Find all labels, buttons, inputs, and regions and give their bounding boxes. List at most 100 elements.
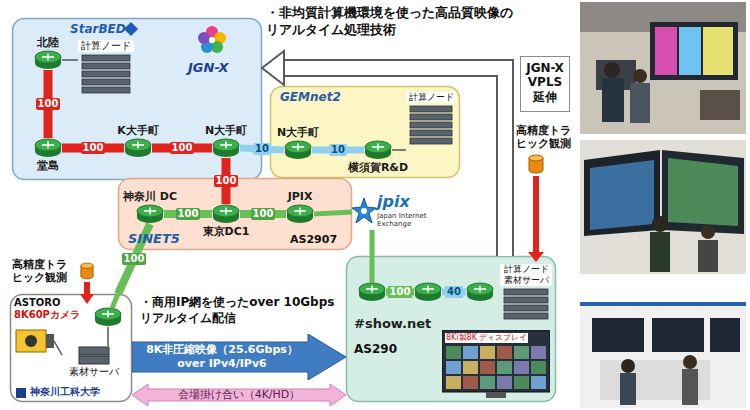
photo xyxy=(602,78,624,122)
photo xyxy=(650,232,670,272)
server-stack xyxy=(78,54,134,98)
arrow-shape: 8K非圧縮映像（25.6Gbps） over IPv4/IPv6 xyxy=(132,334,346,380)
node-label: 計算ノード xyxy=(500,264,552,275)
server-node: 計算ノード素材サーバ xyxy=(500,264,552,326)
campus-router xyxy=(112,294,118,308)
note-text: 高精度トラヒック観測 xyxy=(12,258,74,284)
campus-router xyxy=(107,327,109,346)
router-label: N大手町 xyxy=(205,124,247,137)
photo xyxy=(652,216,668,232)
starbed-logo-mark xyxy=(124,22,138,36)
photo xyxy=(710,318,740,352)
link-line xyxy=(62,60,78,61)
server-node: 素材サーバ xyxy=(62,346,126,382)
photo xyxy=(652,318,704,352)
photo xyxy=(679,27,701,75)
router-icon xyxy=(364,140,392,160)
link-speed: 100 xyxy=(81,142,106,154)
router-label: K大手町 xyxy=(117,124,159,137)
link-speed: 10 xyxy=(253,143,271,155)
campus-router xyxy=(95,308,121,326)
university-logo-mark xyxy=(16,388,26,398)
photo xyxy=(700,90,740,120)
camera-icon xyxy=(46,334,54,348)
region-label: GEMnet2 xyxy=(280,90,341,104)
router-label: 東京DC1 xyxy=(203,225,250,238)
region-fill xyxy=(271,87,460,178)
network-region: GEMnet2N大手町横須賀R&D計算ノード xyxy=(270,86,460,178)
note-text: 高精度トラヒック観測 xyxy=(516,124,574,150)
camera-icon xyxy=(54,341,62,355)
router-node: 北陸 xyxy=(34,50,62,70)
block-arrow-connector xyxy=(262,51,505,256)
campus-router xyxy=(95,294,121,346)
jgnx-logo-icon xyxy=(209,37,215,43)
exchange-node: jpixJapan Internet Exchange xyxy=(352,194,452,230)
router-icon xyxy=(212,204,240,224)
camera-icon xyxy=(16,330,46,352)
link-line xyxy=(314,212,352,214)
photo xyxy=(633,69,647,83)
server-stack xyxy=(406,105,456,152)
photo xyxy=(592,318,644,352)
photo xyxy=(650,22,738,80)
arrow-head xyxy=(262,51,284,85)
link-speed: 100 xyxy=(36,98,61,110)
router-icon xyxy=(212,138,240,158)
server-node: 計算ノード xyxy=(406,92,456,152)
link-line xyxy=(370,230,375,256)
router-label: 北陸 xyxy=(37,36,59,49)
traffic-probe xyxy=(529,155,543,173)
node-label: 計算ノード xyxy=(78,40,134,52)
link-line xyxy=(372,230,373,256)
node-label: 素材サーバ xyxy=(62,366,126,378)
link-line xyxy=(392,150,406,151)
show-router xyxy=(359,283,493,301)
photo xyxy=(580,140,746,274)
photo xyxy=(590,160,654,230)
router-node: 横須賀R&D xyxy=(364,140,392,160)
traffic-probe xyxy=(533,176,539,252)
photo xyxy=(683,355,697,369)
node-label: Japan Internet Exchange xyxy=(377,212,453,228)
region-label: #show.net xyxy=(354,316,431,332)
router-label: 堂島 xyxy=(37,159,59,172)
server-node: 計算ノード xyxy=(78,40,134,98)
photo xyxy=(580,2,746,134)
link-speed: 100 xyxy=(122,253,147,265)
node-label: 計算ノード xyxy=(406,92,456,103)
link-speed: 100 xyxy=(251,208,276,220)
network-region: #show.netAS290計算ノード素材サーバ8Ki製8K ディスプレイ xyxy=(346,256,556,402)
region-fill xyxy=(119,179,352,250)
node-label: 会場掛け合い（4K/HD） xyxy=(152,388,326,401)
photo xyxy=(621,359,635,373)
router-node: N大手町 xyxy=(284,140,312,160)
arrow-shape: 会場掛け合い（4K/HD） xyxy=(132,384,346,406)
note-text: ・商用IP網を使ったover 10Gbpsリアルタイム配信 xyxy=(140,294,344,326)
link-speed: 100 xyxy=(170,142,195,154)
router-node: K大手町 xyxy=(124,138,152,158)
network-region: SINET5AS2907神奈川 DC東京DC1JPIX xyxy=(118,178,352,250)
router-label: 横須賀R&D xyxy=(348,161,408,174)
region-fill xyxy=(11,295,132,402)
network-region: ASTORO8K60Pカメラ神奈川工科大学素材サーバ xyxy=(10,294,132,402)
region-label: 8K60Pカメラ xyxy=(14,309,80,321)
photo xyxy=(604,62,620,78)
text-box: JGN-X VPLS 延伸 xyxy=(520,56,570,112)
region-label: JGN-X xyxy=(188,60,229,76)
photo xyxy=(655,27,677,75)
router-label: 神奈川 DC xyxy=(123,190,177,203)
region-label: SINET5 xyxy=(128,231,180,247)
router-icon xyxy=(136,204,164,224)
router-node: N大手町 xyxy=(212,138,240,158)
router-label: N大手町 xyxy=(277,126,319,139)
traffic-probe xyxy=(528,252,544,262)
photo xyxy=(662,150,744,234)
link-speed: 40 xyxy=(445,286,463,298)
photo xyxy=(701,225,715,239)
link-line xyxy=(62,59,78,61)
photo xyxy=(580,280,746,302)
traffic-probe xyxy=(84,282,90,294)
traffic-probe xyxy=(80,294,94,304)
